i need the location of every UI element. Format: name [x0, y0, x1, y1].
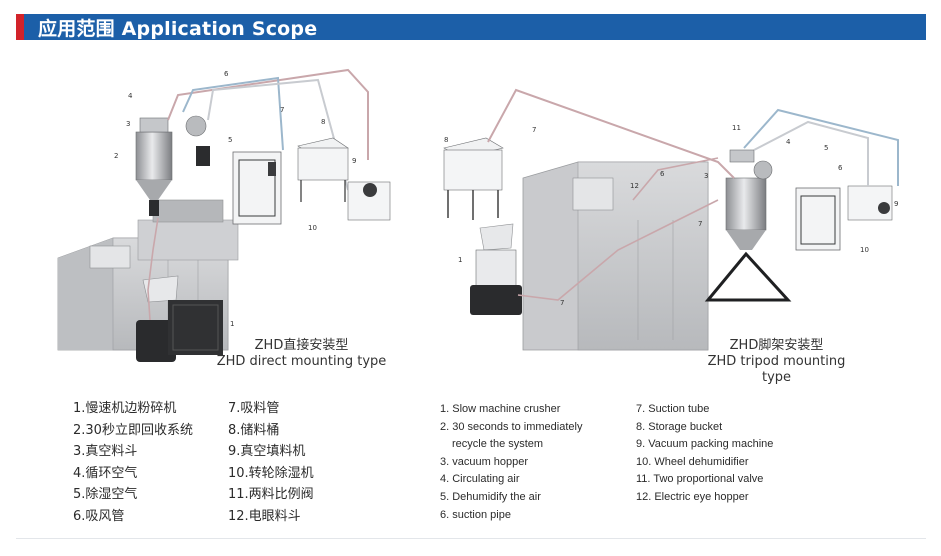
label-2: 2 [114, 152, 118, 160]
label-7: 7 [280, 106, 284, 114]
drying-hopper-left [135, 115, 210, 216]
section-header: 应用范围 Application Scope [16, 14, 926, 40]
left-diagram-caption: ZHD直接安装型 ZHD direct mounting type [214, 338, 389, 370]
tripod-dryer-right [704, 149, 792, 302]
legend-en-col1: 1. Slow machine crusher 2. 30 seconds to… [440, 401, 582, 524]
section-title: 应用范围 Application Scope [38, 17, 318, 40]
legend-item: 5.除湿空气 [73, 487, 138, 502]
legend-en-col2: 7. Suction tube 8. Storage bucket 9. Vac… [636, 401, 773, 507]
legend-item: 8.储料桶 [228, 422, 280, 438]
vacuum-packing-right [847, 185, 893, 221]
right-caption-zh: ZHD脚架安装型 [729, 338, 824, 353]
legend-item: 9. Vacuum packing machine [636, 438, 774, 451]
dehumidifier-left [232, 151, 282, 225]
left-number-labels: 1 2 3 4 5 6 7 8 9 10 [114, 70, 356, 328]
legend-item: 7.吸料管 [228, 401, 280, 416]
label-3: 3 [126, 120, 130, 128]
label-8: 8 [321, 118, 325, 126]
storage-bucket-left [297, 137, 349, 202]
pipes-left [147, 68, 369, 321]
label-9: 9 [352, 157, 356, 165]
legend-item: 5. Dehumidify the air [440, 490, 541, 503]
bottom-divider [16, 538, 926, 539]
crusher-right [470, 223, 522, 315]
label-4: 4 [128, 92, 133, 100]
legend-item: 3.真空料斗 [73, 444, 138, 459]
label-1: 1 [230, 320, 234, 328]
molding-machine-right [522, 161, 709, 351]
label-10: 10 [860, 246, 869, 254]
legend-item: 4.循环空气 [73, 465, 138, 481]
label-7b: 7 [698, 220, 702, 228]
pipes-right [487, 88, 899, 301]
label-3: 3 [704, 172, 708, 180]
label-9: 9 [894, 200, 898, 208]
legend-item: 8. Storage bucket [636, 420, 723, 433]
legend-item: 6.吸风管 [73, 508, 125, 524]
installation-diagrams: 1 2 3 4 5 6 7 8 9 10 [57, 68, 899, 362]
legend-item: 11. Two proportional valve [636, 473, 764, 486]
label-6: 6 [224, 70, 229, 78]
legend-item: 12. Electric eye hopper [636, 490, 749, 503]
right-diagram-caption: ZHD脚架安装型 ZHD tripod mounting type [694, 338, 859, 386]
illustration-panel: 1 2 3 4 5 6 7 8 9 10 [18, 50, 926, 385]
legend-zh-col1: 1.慢速机边粉碎机 2.30秒立即回收系统 3.真空料斗 4.循环空气 5.除湿… [73, 398, 193, 527]
legend-item: 1.慢速机边粉碎机 [73, 401, 177, 416]
tripod-mounting-diagram: 1 3 4 5 6 6 7 7 7 8 9 10 11 12 [443, 88, 899, 351]
label-5: 5 [228, 136, 232, 144]
label-6: 6 [838, 164, 843, 172]
legend-item: 4. Circulating air [440, 473, 520, 486]
legend-item: 2.30秒立即回收系统 [73, 422, 193, 438]
legend-item: 1. Slow machine crusher [440, 403, 561, 415]
storage-bucket-right [443, 137, 504, 220]
label-8: 8 [444, 136, 448, 144]
label-11: 11 [732, 124, 741, 132]
legend-item: 10. Wheel dehumidifier [636, 455, 749, 468]
dehumidifier-right [795, 187, 841, 251]
molding-machine-left [57, 199, 239, 351]
right-number-labels: 1 3 4 5 6 6 7 7 7 8 9 10 11 12 [444, 124, 898, 307]
label-4: 4 [786, 138, 791, 146]
label-10: 10 [308, 224, 317, 232]
legend-item: 9.真空填料机 [228, 444, 306, 459]
header-accent-bar [16, 14, 24, 40]
left-caption-en: ZHD direct mounting type [216, 354, 387, 369]
left-caption-zh: ZHD直接安装型 [254, 338, 349, 353]
legend-item: 11.两料比例阀 [228, 487, 314, 502]
direct-mounting-diagram: 1 2 3 4 5 6 7 8 9 10 [57, 68, 391, 362]
label-7c: 7 [560, 299, 564, 307]
label-7: 7 [532, 126, 536, 134]
legend-item: 2. 30 seconds to immediately [440, 420, 583, 433]
legend-item: 7. Suction tube [636, 403, 710, 415]
legend-zh-col2: 7.吸料管 8.储料桶 9.真空填料机 10.转轮除湿机 11.两料比例阀 12… [228, 398, 314, 527]
legend-item: 10.转轮除湿机 [228, 465, 314, 481]
vacuum-packing-left [347, 181, 391, 221]
label-6b: 6 [660, 170, 665, 178]
right-caption-en: ZHD tripod mounting type [707, 354, 846, 385]
label-5: 5 [824, 144, 828, 152]
legend-item: recycle the system [452, 438, 544, 451]
legend-item: 3. vacuum hopper [440, 455, 529, 468]
label-1: 1 [458, 256, 462, 264]
label-12: 12 [630, 182, 639, 190]
crusher-left [136, 275, 223, 362]
legend-item: 12.电眼料斗 [228, 508, 301, 524]
legend-item: 6. suction pipe [440, 508, 511, 521]
